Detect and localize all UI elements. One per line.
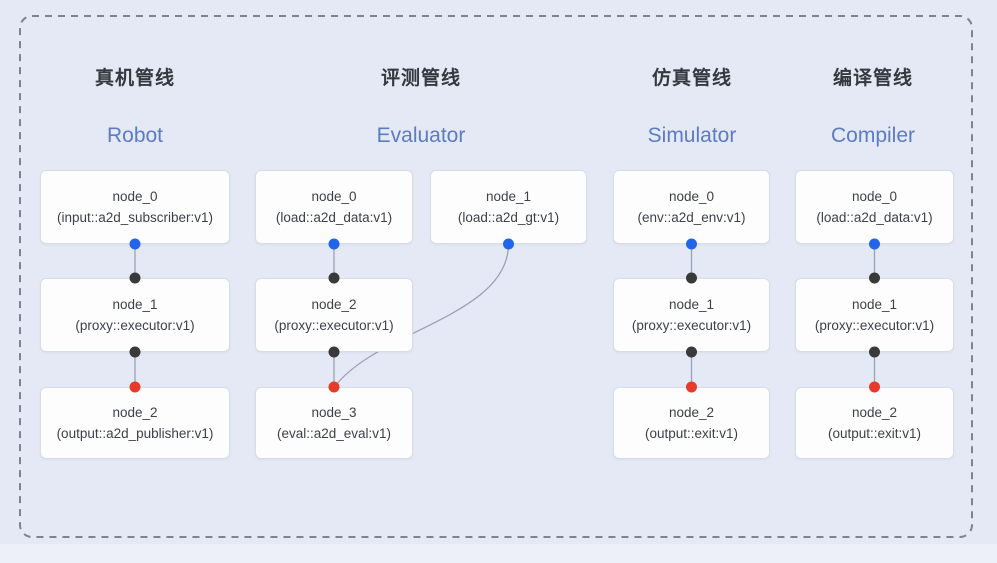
node-subtitle: (proxy::executor:v1) (274, 317, 394, 333)
pipeline-title-en-evaluator: Evaluator (376, 124, 466, 147)
node-title: node_3 (311, 405, 357, 420)
node-title: node_0 (851, 189, 898, 204)
node-simulator-1: node_1 (proxy::executor:v1) (613, 278, 770, 352)
node-evaluator-2: node_2 (proxy::executor:v1) (255, 278, 413, 352)
node-simulator-2: node_2 (output::exit:v1) (613, 387, 770, 459)
edge-evaluator-n1-n3-curve (335, 243, 510, 386)
node-evaluator-0: node_0 (load::a2d_data:v1) (255, 170, 413, 244)
node-title: node_1 (112, 297, 158, 312)
node-title: node_2 (851, 405, 898, 420)
node-subtitle: (proxy::executor:v1) (631, 317, 752, 333)
dashed-frame (19, 15, 973, 538)
node-subtitle: (output::a2d_publisher:v1) (56, 425, 214, 441)
node-subtitle: (proxy::executor:v1) (75, 317, 195, 333)
node-title: node_1 (485, 189, 532, 204)
node-title: node_2 (112, 405, 158, 420)
node-title: node_1 (668, 297, 715, 312)
pipeline-title-zh-compiler: 编译管线 (832, 68, 913, 89)
node-compiler-0: node_0 (load::a2d_data:v1) (795, 170, 954, 244)
node-evaluator-1: node_1 (load::a2d_gt:v1) (430, 170, 587, 244)
node-subtitle: (load::a2d_data:v1) (275, 209, 393, 225)
node-subtitle: (load::a2d_gt:v1) (457, 209, 560, 225)
node-robot-0: node_0 (input::a2d_subscriber:v1) (40, 170, 230, 244)
node-robot-2: node_2 (output::a2d_publisher:v1) (40, 387, 230, 459)
node-compiler-2: node_2 (output::exit:v1) (795, 387, 954, 459)
pipeline-title-zh-robot: 真机管线 (94, 68, 175, 89)
node-robot-1: node_1 (proxy::executor:v1) (40, 278, 230, 352)
node-subtitle: (output::exit:v1) (644, 425, 739, 441)
node-subtitle: (eval::a2d_eval:v1) (276, 425, 392, 441)
node-compiler-1: node_1 (proxy::executor:v1) (795, 278, 954, 352)
pipeline-title-en-simulator: Simulator (647, 124, 737, 147)
node-subtitle: (proxy::executor:v1) (814, 317, 935, 333)
node-subtitle: (output::exit:v1) (827, 425, 922, 441)
pipeline-title-zh-simulator: 仿真管线 (651, 68, 732, 89)
node-subtitle: (env::a2d_env:v1) (637, 209, 746, 225)
node-title: node_2 (668, 405, 715, 420)
pipeline-title-en-robot: Robot (106, 124, 164, 147)
pipeline-title-en-compiler: Compiler (830, 124, 916, 147)
node-title: node_0 (668, 189, 715, 204)
node-evaluator-3: node_3 (eval::a2d_eval:v1) (255, 387, 413, 459)
node-simulator-0: node_0 (env::a2d_env:v1) (613, 170, 770, 244)
node-subtitle: (load::a2d_data:v1) (816, 209, 933, 225)
page-bottom-strip (0, 544, 997, 563)
pipeline-title-zh-evaluator: 评测管线 (380, 68, 461, 89)
node-subtitle: (input::a2d_subscriber:v1) (56, 209, 214, 225)
node-title: node_0 (112, 189, 158, 204)
node-title: node_0 (311, 189, 357, 204)
node-title: node_1 (851, 297, 898, 312)
node-title: node_2 (311, 297, 357, 312)
